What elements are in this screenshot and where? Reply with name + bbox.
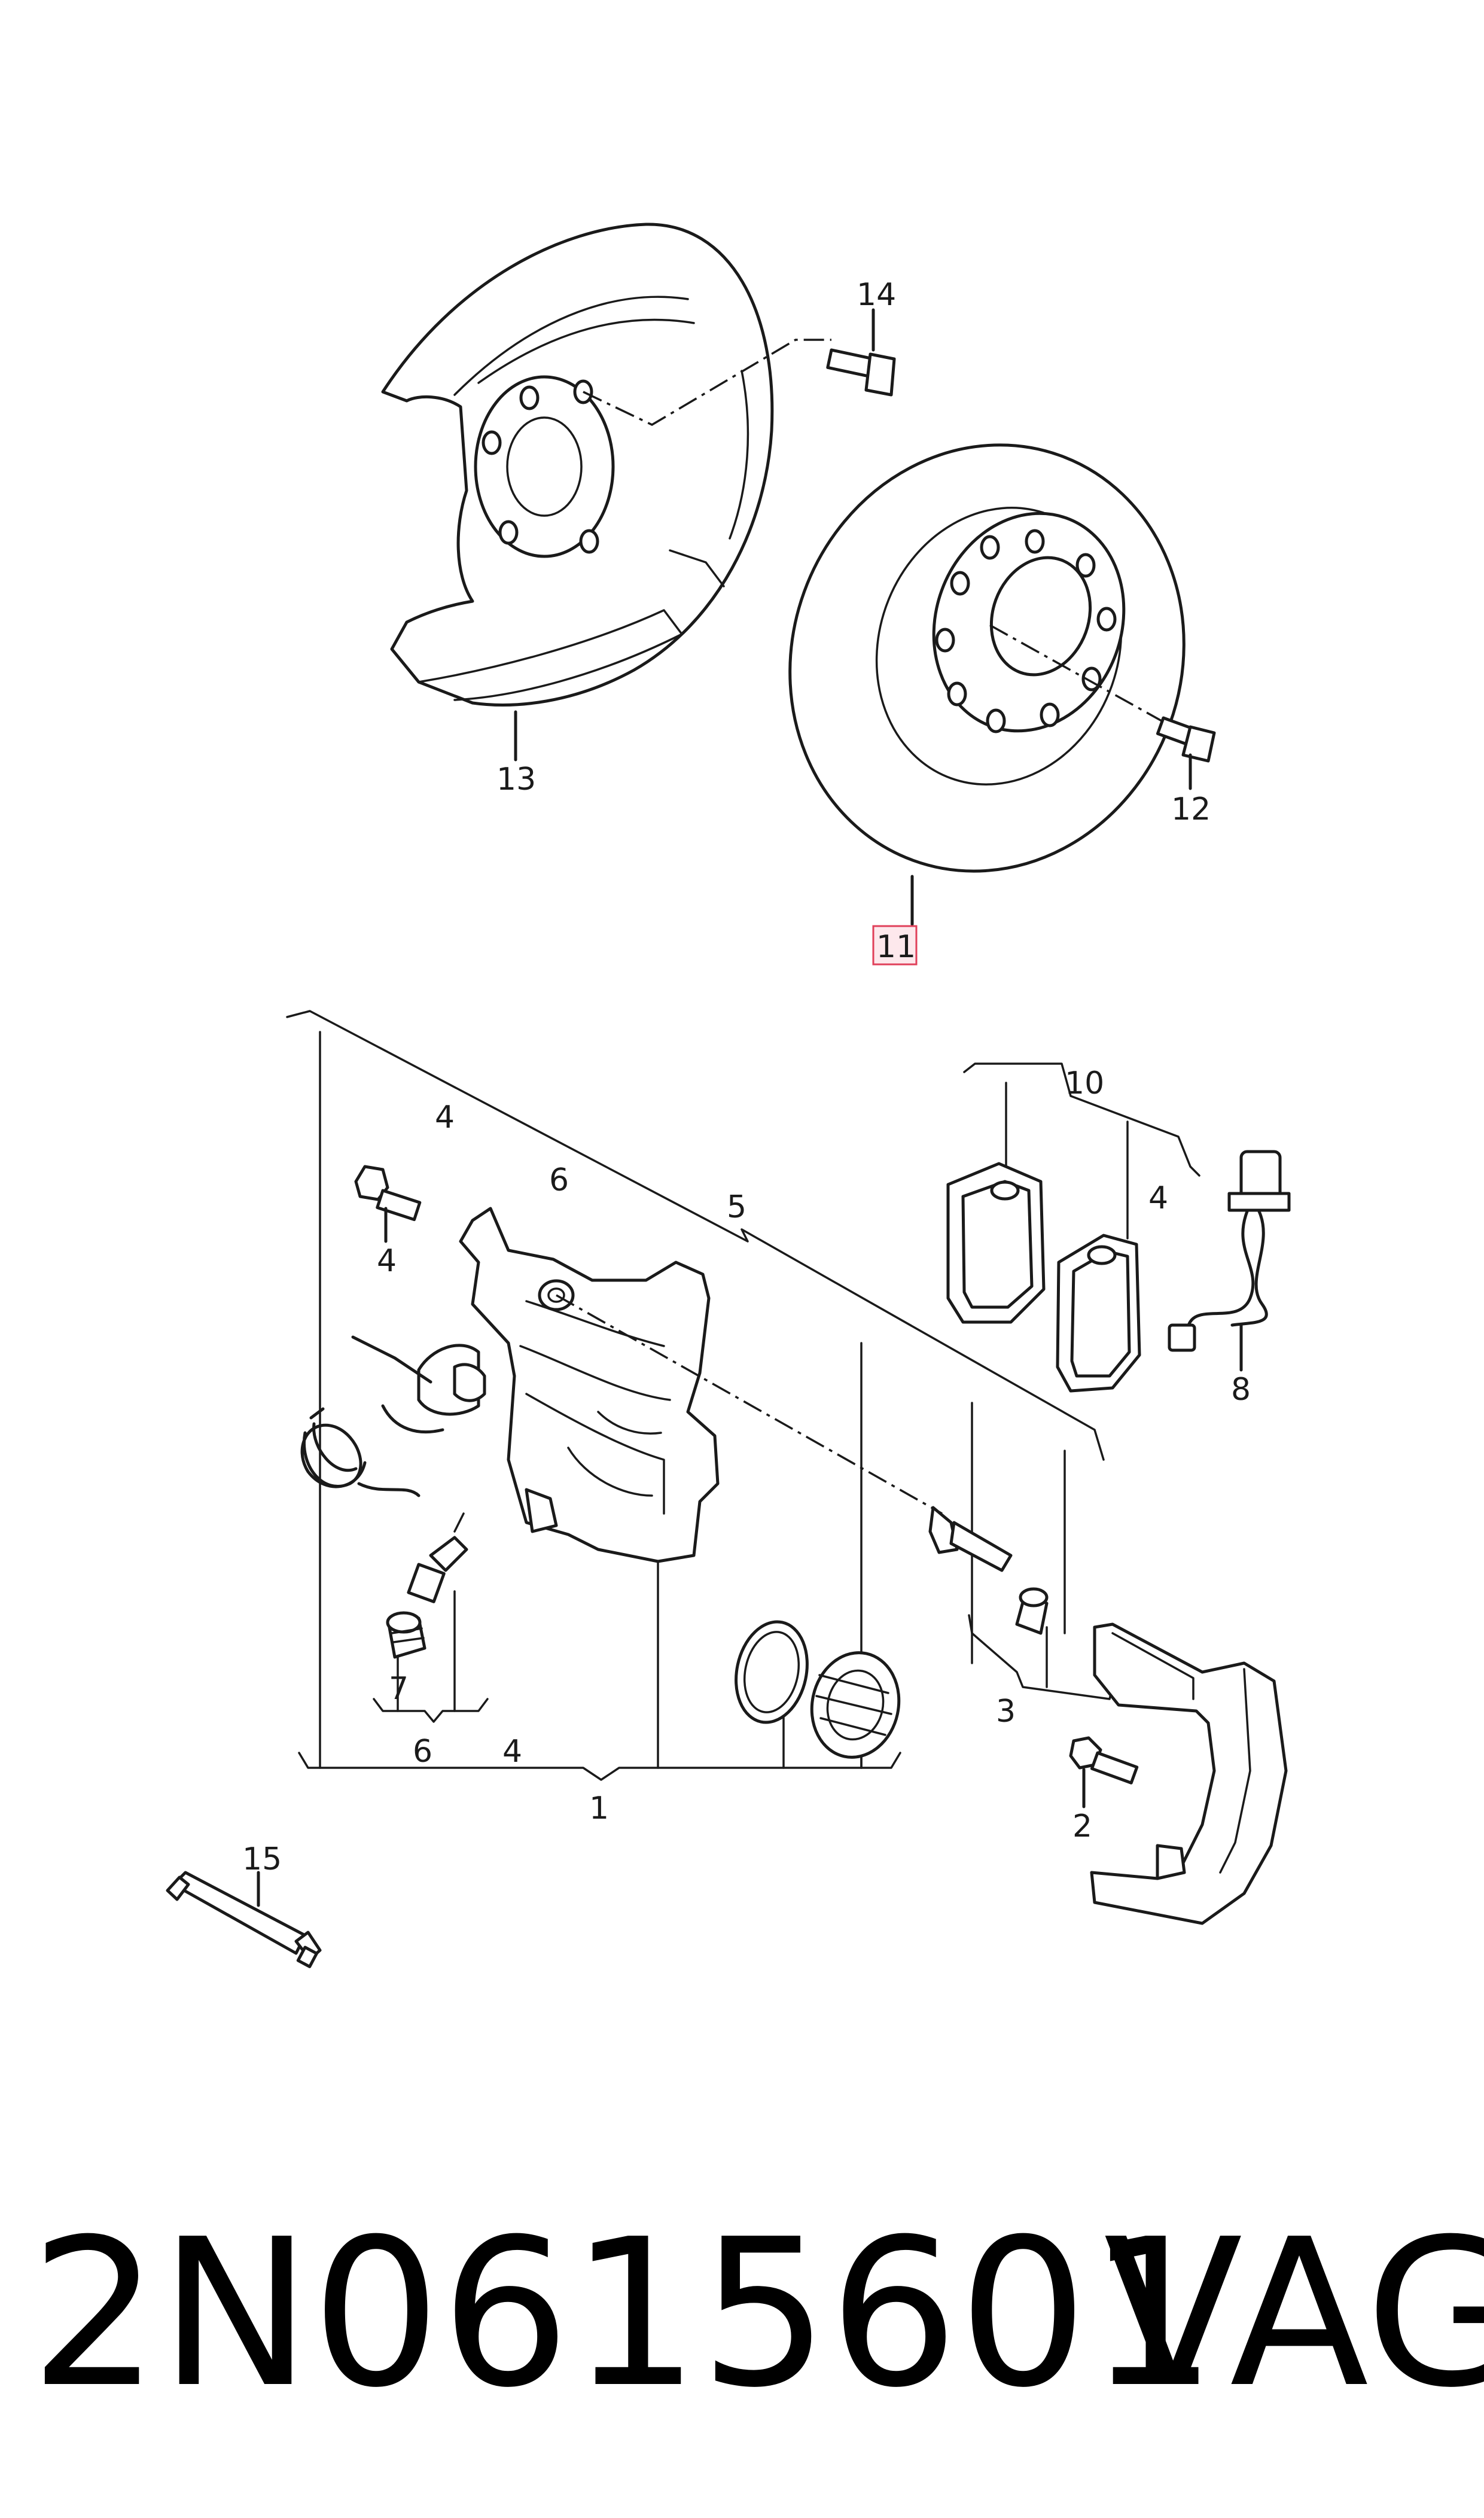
callout-6-bottom: 6 bbox=[413, 1734, 432, 1770]
callout-8: 8 bbox=[1231, 1372, 1251, 1408]
splash-shield[interactable] bbox=[381, 223, 774, 762]
brake-disc[interactable] bbox=[730, 389, 1243, 927]
return-spring[interactable] bbox=[300, 1407, 420, 1497]
callout-1: 1 bbox=[589, 1791, 609, 1826]
highlight-box-11 bbox=[872, 925, 918, 966]
brake-pads[interactable] bbox=[946, 1062, 1200, 1393]
caliper-carrier[interactable] bbox=[1090, 1622, 1288, 1925]
grease-tube[interactable] bbox=[166, 1871, 322, 1968]
callout-6-top: 6 bbox=[549, 1162, 569, 1198]
wear-sensor[interactable] bbox=[1168, 1150, 1291, 1372]
callout-3: 3 bbox=[996, 1694, 1016, 1730]
callout-7: 7 bbox=[389, 1671, 409, 1707]
guide-pin[interactable] bbox=[556, 1294, 1049, 1635]
callout-14: 14 bbox=[857, 277, 896, 313]
callout-15: 15 bbox=[242, 1841, 282, 1877]
caliper-leader-lines bbox=[286, 1010, 1114, 1781]
dust-cap[interactable] bbox=[386, 1611, 426, 1659]
callout-4-bolt: 4 bbox=[377, 1243, 397, 1279]
bleeder-valve[interactable] bbox=[407, 1512, 468, 1603]
caliper-bolt-top[interactable] bbox=[354, 1165, 422, 1243]
callout-11: 11 bbox=[876, 929, 916, 965]
piston-dust-boot[interactable] bbox=[802, 1645, 908, 1765]
bolt-14[interactable] bbox=[583, 308, 896, 426]
caliper-housing[interactable] bbox=[351, 1207, 720, 1563]
callout-10: 10 bbox=[1065, 1065, 1104, 1101]
callout-4-top: 4 bbox=[435, 1100, 455, 1135]
callout-2: 2 bbox=[1072, 1808, 1092, 1844]
callout-4-pads: 4 bbox=[1148, 1180, 1168, 1216]
callout-12: 12 bbox=[1171, 791, 1211, 827]
callout-13: 13 bbox=[496, 762, 536, 797]
callout-labels: 14 13 12 11 10 4 8 4 6 5 4 7 6 4 1 3 2 1… bbox=[242, 277, 1251, 1877]
disc-screw-12[interactable] bbox=[989, 624, 1216, 790]
part-number: 2N0615601 bbox=[30, 2196, 1217, 2432]
callout-5: 5 bbox=[727, 1189, 746, 1225]
piston-seal[interactable] bbox=[727, 1615, 816, 1729]
callout-4-bottom: 4 bbox=[502, 1734, 522, 1770]
brand-label: VAG bbox=[1104, 2196, 1484, 2432]
carrier-bolt[interactable] bbox=[1069, 1736, 1139, 1808]
